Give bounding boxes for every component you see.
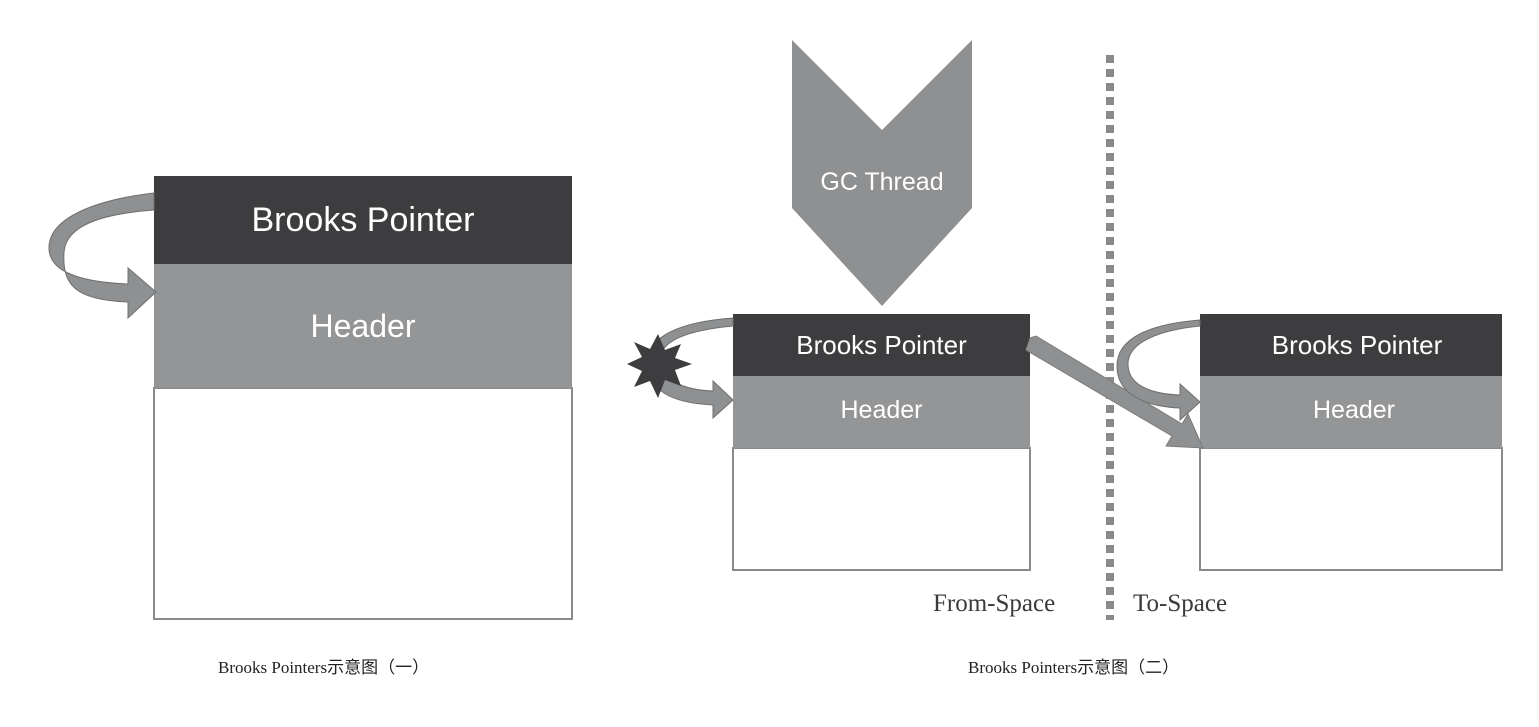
figure1-brooks-pointer-label: Brooks Pointer xyxy=(251,200,475,239)
figure1-caption: Brooks Pointers示意图（一） xyxy=(218,658,430,677)
to-object-header-cell xyxy=(1200,376,1502,448)
figure1-body xyxy=(153,387,573,620)
figure1-header-cell xyxy=(154,264,572,388)
to-object-body xyxy=(1199,447,1503,571)
to-object-self-pointer-arrow xyxy=(1116,319,1201,422)
to-object-header-label: Header xyxy=(1313,395,1395,424)
to-object-brooks-pointer-cell xyxy=(1200,314,1502,376)
gc-thread-label: GC Thread xyxy=(820,167,944,196)
to-object-brooks-pointer-label: Brooks Pointer xyxy=(1271,329,1443,360)
from-object-body xyxy=(732,447,1031,571)
from-object-brooks-pointer-cell xyxy=(733,314,1030,376)
conflict-burst-icon xyxy=(627,334,692,398)
from-space-label: From-Space xyxy=(933,590,1056,617)
figure1-object xyxy=(153,176,573,620)
from-space-object xyxy=(732,314,1031,571)
figure1-header-label: Header xyxy=(310,307,416,344)
to-space-object xyxy=(1199,314,1503,571)
from-object-header-cell xyxy=(733,376,1030,448)
gc-thread-chevron xyxy=(792,40,972,306)
forwarding-pointer-arrow xyxy=(1025,335,1204,449)
figure1-self-pointer-arrow xyxy=(48,192,157,320)
figure2-caption: Brooks Pointers示意图（二） xyxy=(968,658,1180,677)
from-object-header-label: Header xyxy=(840,395,923,424)
from-object-brooks-pointer-label: Brooks Pointer xyxy=(796,329,967,360)
to-space-label: To-Space xyxy=(1133,590,1228,617)
figure1-brooks-pointer-cell xyxy=(154,176,572,264)
